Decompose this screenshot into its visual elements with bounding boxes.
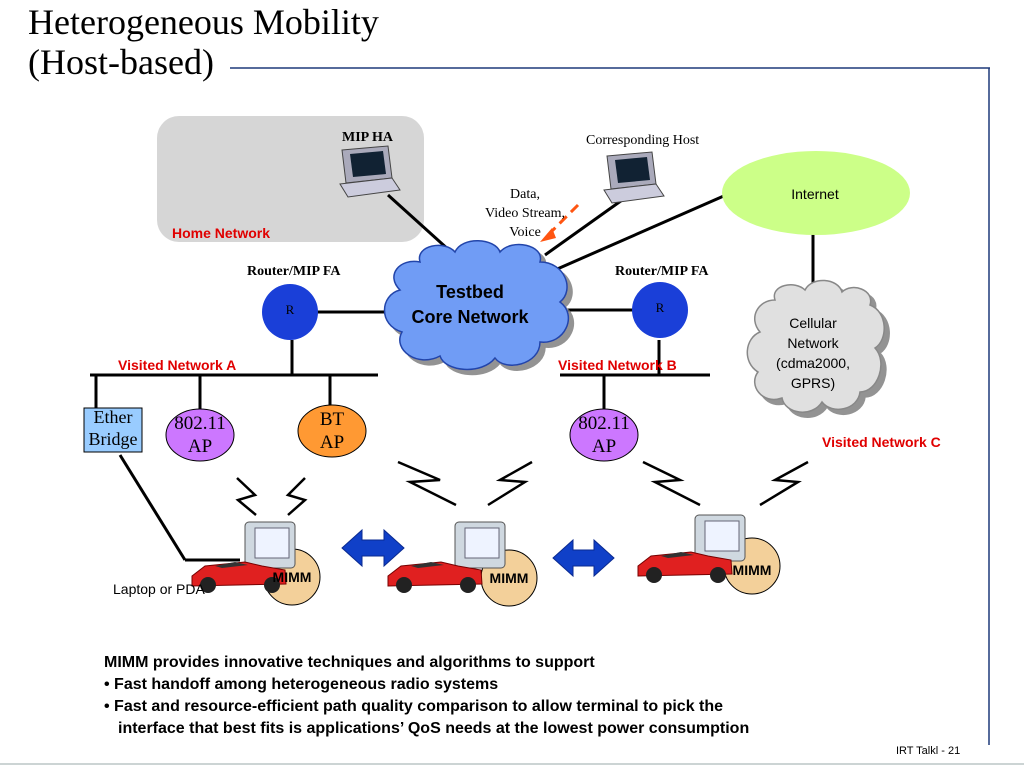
mimm-label-3: MIMM [732,562,772,578]
ether-bridge-box [83,407,143,453]
traffic-line-2: Video Stream, [484,206,566,221]
core-network-label: Testbed Core Network [390,280,550,330]
pda-device-3 [694,514,746,562]
home-network-label: Home Network [172,225,271,241]
summary-bullet-2-line-2: interface that best fits is applications… [118,720,750,737]
title-line-1: Heterogeneous Mobility [28,2,379,42]
cellular-label: Cellular Network (cdma2000, GPRS) [750,313,876,393]
mimm-label-1: MIMM [272,569,312,585]
ether-line-2: Bridge [88,429,138,449]
visited-network-a-label: Visited Network A [118,357,237,373]
cellular-line-2: Network [787,335,839,351]
ap-b-label: 802.11 AP [566,412,642,458]
car-1 [191,561,287,593]
bt-ap-ellipse [297,404,367,458]
pda-device-1 [244,521,296,569]
ap-a-ellipse [165,408,235,462]
bt-line-2: AP [319,432,345,453]
router-b-circle [632,282,688,338]
car-3 [637,551,733,583]
car-2 [387,561,483,593]
ap-b-line-1: 802.11 [578,413,630,434]
ap-a-line-1: 802.11 [174,413,226,434]
cellular-line-3: (cdma2000, [776,355,850,371]
summary-block: MIMM provides innovative techniques and … [104,652,934,740]
slide-title: Heterogeneous Mobility (Host-based) [28,2,379,82]
title-line-2: (Host-based) [28,42,214,82]
bt-line-1: BT [319,409,345,430]
traffic-dashed-arrow [546,203,580,237]
ap-a-line-2: AP [187,436,213,457]
ap-a-label: 802.11 AP [162,412,238,458]
summary-heading: MIMM provides innovative techniques and … [104,654,595,671]
core-line-2: Core Network [411,307,529,327]
traffic-line-1: Data, [510,187,540,202]
summary-bullet-2-line-1: • Fast and resource-efficient path quali… [104,698,724,715]
traffic-arrowhead [540,228,556,242]
pda-device-2 [454,521,506,569]
traffic-line-3: Voice [509,225,541,240]
internet-label: Internet [791,186,839,202]
bt-ap-label: BT AP [296,408,368,454]
mip-ha-label: MIP HA [342,130,393,145]
visited-network-b-label: Visited Network B [558,357,677,373]
cellular-cloud [746,279,885,413]
core-line-1: Testbed [436,282,504,302]
home-network-box [157,116,424,242]
corresponding-host-laptop [603,151,665,204]
router-a-circle [262,284,318,340]
summary-bullet-1: • Fast handoff among heterogeneous radio… [104,676,499,693]
ap-b-ellipse [569,408,639,462]
slide-footer: IRT Talkl - 21 [896,745,961,757]
corresponding-host-label: Corresponding Host [586,133,700,148]
ether-line-1: Ether [93,407,133,427]
router-a-label: Router/MIP FA [247,264,341,279]
router-a-glyph: R [285,302,295,317]
network-links [90,193,815,562]
cellular-line-1: Cellular [789,315,837,331]
router-b-label: Router/MIP FA [615,264,709,279]
core-cloud [383,240,570,371]
visited-network-c-label: Visited Network C [822,434,941,450]
cellular-line-4: GPRS) [790,375,836,391]
ap-b-line-2: AP [591,436,617,457]
handoff-arrows [341,528,615,578]
router-b-glyph: R [655,300,665,315]
mip-ha-laptop [339,145,401,198]
laptop-pda-label: Laptop or PDA [113,581,205,597]
wireless-bolts [235,460,809,516]
internet-ellipse [722,151,910,235]
ether-bridge-label: Ether Bridge [80,406,146,450]
mimm-label-2: MIMM [489,570,529,586]
traffic-label: Data, Video Stream, Voice [470,185,580,242]
